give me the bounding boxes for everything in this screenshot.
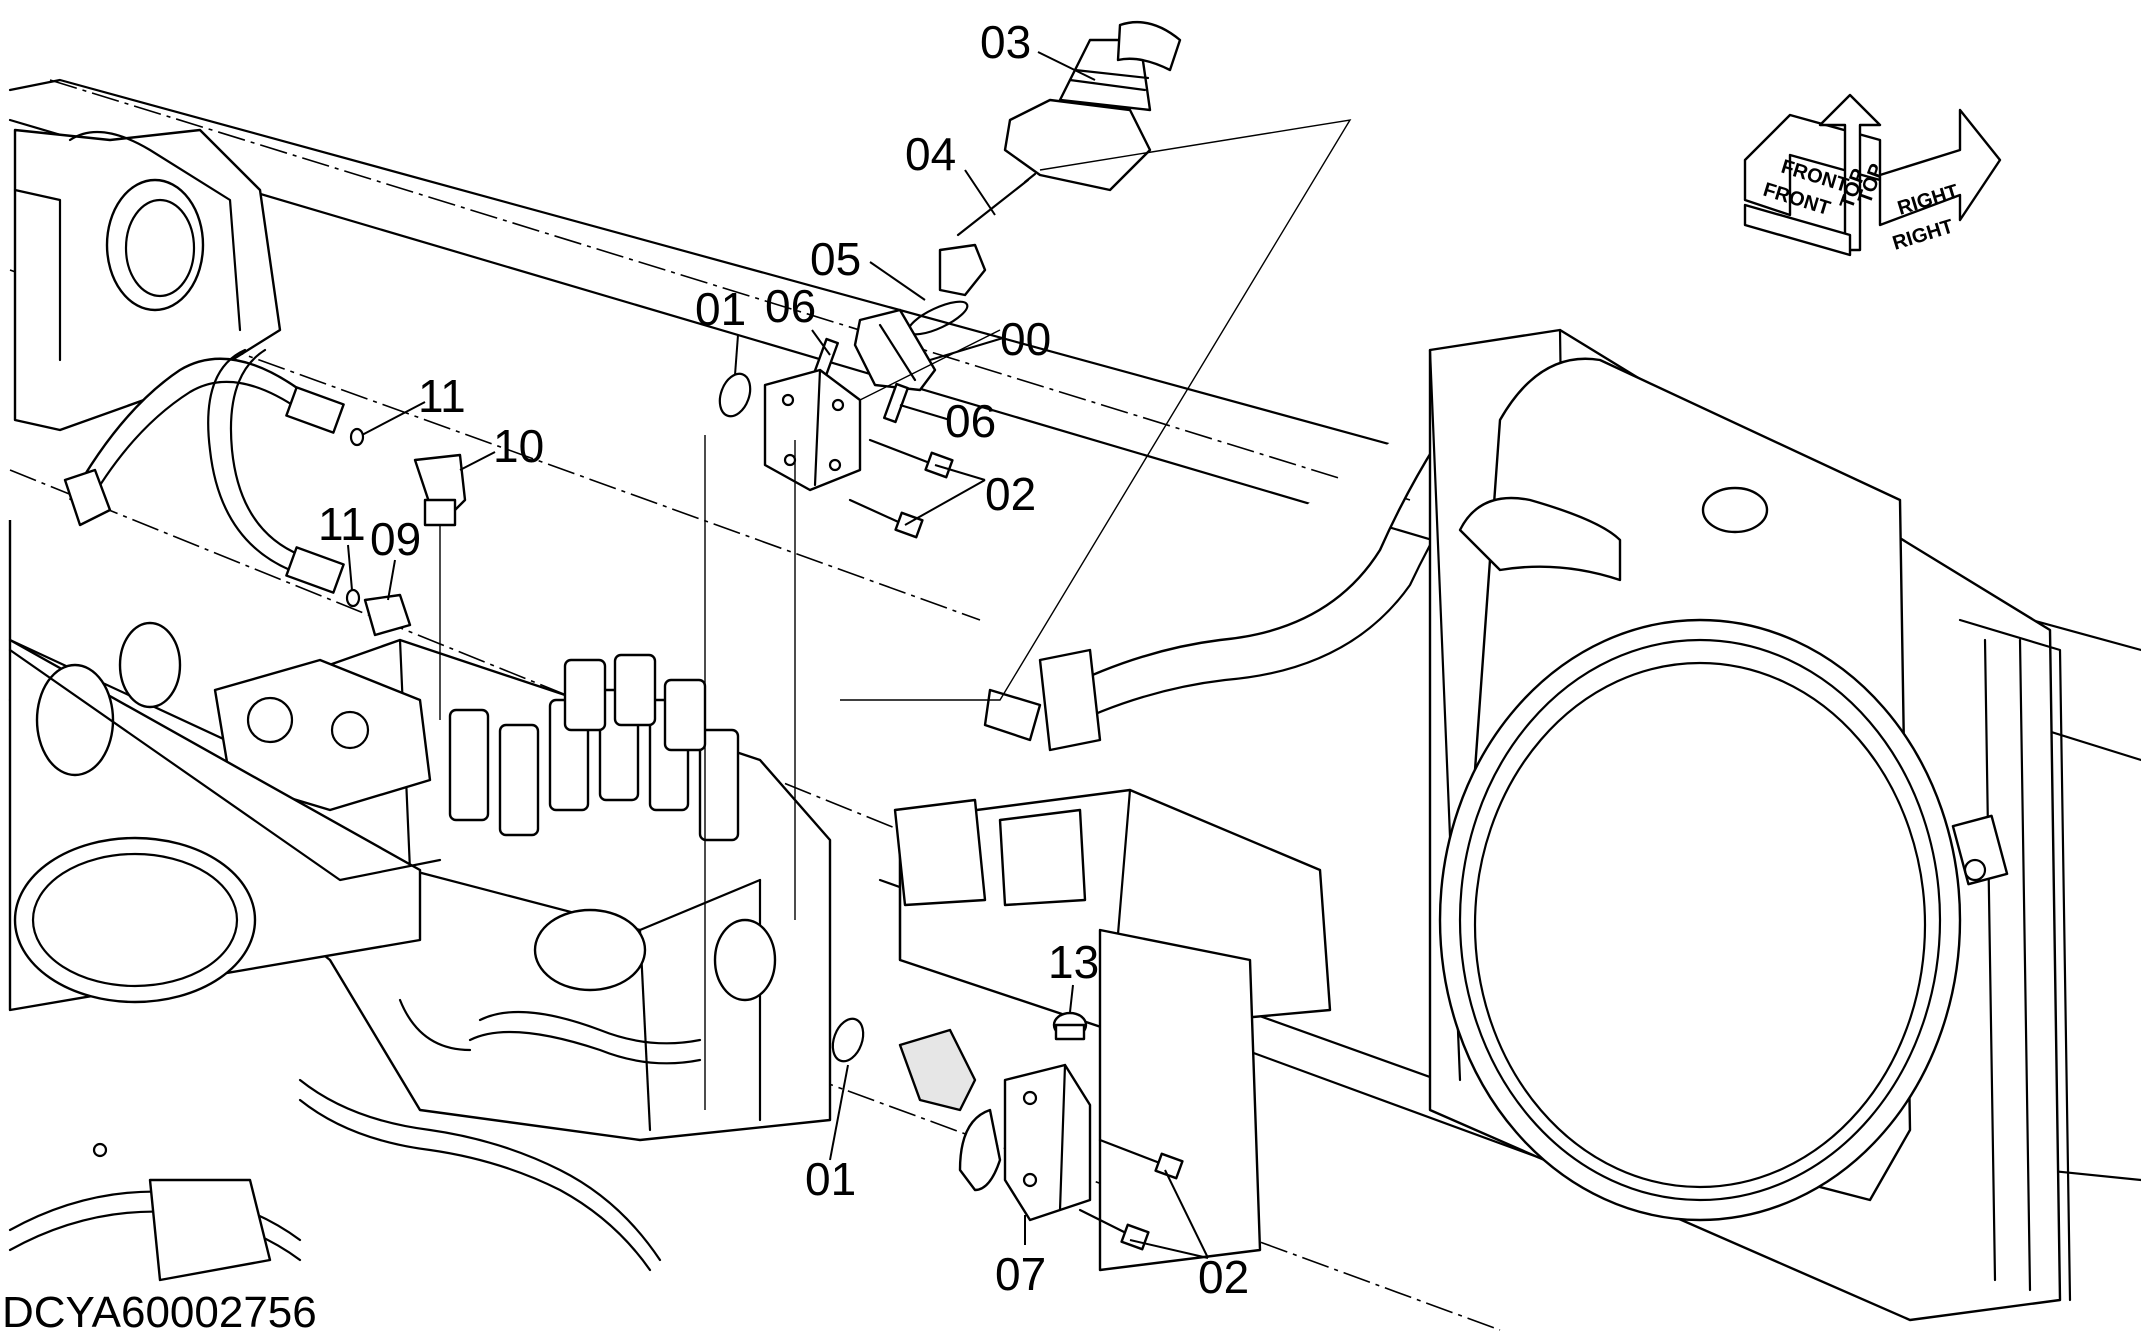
part-03-hose-fitting <box>1003 21 1182 192</box>
part-07-block <box>898 1028 1092 1222</box>
part-01-o-ring-upper <box>718 372 752 418</box>
callout-07: 07 <box>995 1248 1046 1300</box>
part-01-o-ring-lower <box>831 1017 865 1063</box>
upper-left-hoses <box>63 348 345 594</box>
callout-11-upper: 11 <box>418 370 466 422</box>
part-06-bolts <box>813 337 909 424</box>
right-frame <box>893 788 1332 1272</box>
lower-left-hoses <box>8 998 662 1282</box>
part-13-plug <box>1052 1011 1088 1041</box>
part-09-connector <box>363 593 412 637</box>
callout-04: 04 <box>905 128 956 180</box>
assembly-centerlines <box>439 119 1352 1110</box>
callout-02-lower: 02 <box>1198 1251 1249 1303</box>
callout-11-lower: 11 <box>318 498 366 550</box>
callout-10: 10 <box>493 420 544 472</box>
part-04-sensor-rod <box>956 172 1037 237</box>
orientation-indicator: FRONT FRONT TOP TOP RIGHT RIGHT <box>1743 93 2002 257</box>
radiator-cooler <box>1428 328 2072 1322</box>
callout-13: 13 <box>1048 936 1099 988</box>
deck-plate <box>8 520 442 1158</box>
callout-05: 05 <box>810 233 861 285</box>
callout-06-upper: 06 <box>765 280 816 332</box>
callout-00: 00 <box>1000 313 1051 365</box>
callout-06-lower: 06 <box>945 395 996 447</box>
callout-02-upper: 02 <box>985 468 1036 520</box>
callout-09: 09 <box>370 513 421 565</box>
top-arrow-shape <box>1818 93 1882 252</box>
part-02-bolts-upper <box>848 438 954 539</box>
right-label: RIGHT <box>1890 216 1956 255</box>
main-control-valve <box>213 638 832 1142</box>
part-10-elbow <box>413 453 467 527</box>
part-05-sensor-body <box>907 243 987 336</box>
valve-spools <box>448 653 740 842</box>
document-id: DCYA60002756 <box>2 1288 317 1335</box>
callout-03: 03 <box>980 16 1031 68</box>
callout-labels: 03 04 05 01 06 00 06 02 11 10 11 09 13 0… <box>318 16 1249 1303</box>
boom-foot-bracket <box>13 128 282 432</box>
part-00-flange <box>853 308 937 392</box>
callout-01-upper: 01 <box>695 283 746 335</box>
part-11-o-rings <box>345 427 365 608</box>
right-arrow-shape <box>1878 108 2002 227</box>
callout-01-lower: 01 <box>805 1153 856 1205</box>
leader-lines <box>347 51 1209 1259</box>
upper-valve-block <box>763 368 862 492</box>
